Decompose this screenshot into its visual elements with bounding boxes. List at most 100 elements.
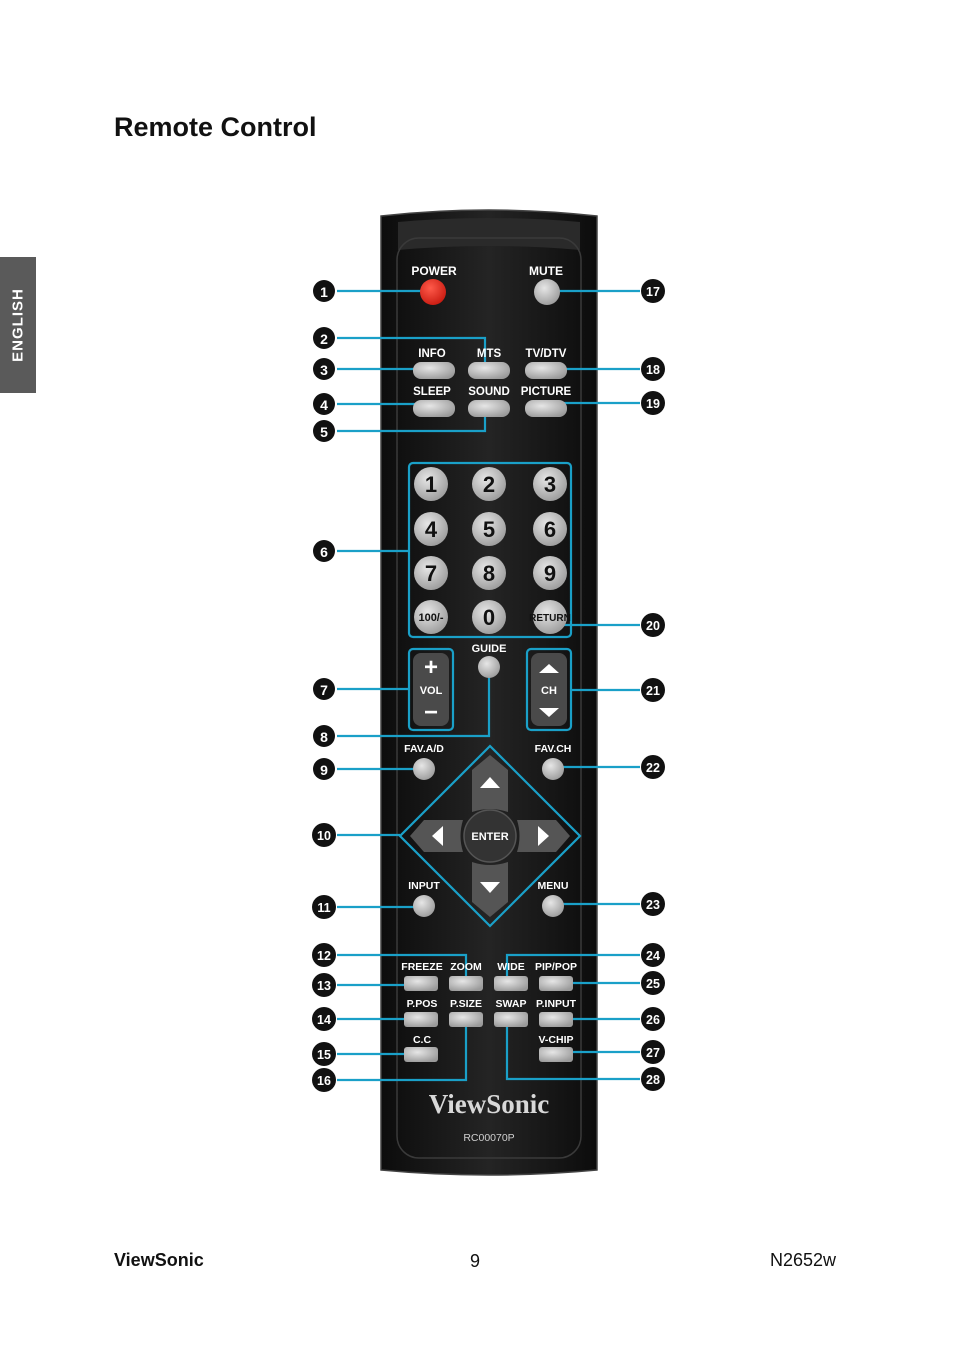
ch-label: CH — [541, 685, 557, 697]
digit-100-label: 100/- — [418, 612, 443, 624]
nav-right-icon — [538, 826, 549, 846]
callout-23: 23 — [646, 898, 660, 912]
mts-label: MTS — [477, 348, 502, 360]
sleep-button[interactable] — [413, 400, 455, 417]
digit-3-button[interactable] — [533, 467, 567, 501]
guide-label: GUIDE — [472, 643, 507, 655]
cc-button[interactable] — [404, 1047, 438, 1062]
callout-5: 5 — [320, 424, 328, 440]
fav-ad-button[interactable] — [413, 758, 435, 780]
guide-button[interactable] — [478, 656, 500, 678]
callout-10: 10 — [317, 829, 331, 843]
callout-4: 4 — [320, 397, 328, 413]
callout-17: 17 — [646, 285, 660, 299]
enter-button[interactable] — [463, 809, 517, 863]
callout-2: 2 — [320, 331, 328, 347]
digit-5-button[interactable] — [472, 512, 506, 546]
digit-4-button[interactable] — [414, 512, 448, 546]
freeze-button[interactable] — [404, 976, 438, 991]
digit-6-button[interactable] — [533, 512, 567, 546]
nav-left-icon — [432, 826, 443, 846]
enter-label: ENTER — [471, 831, 508, 843]
callout-19: 19 — [646, 397, 660, 411]
callout-9: 9 — [320, 762, 328, 778]
mts-button[interactable] — [468, 362, 510, 379]
freeze-label: FREEZE — [401, 961, 442, 973]
vol-minus-label: − — [424, 699, 438, 726]
callout-18: 18 — [646, 363, 660, 377]
zoom-label: ZOOM — [450, 961, 482, 973]
digit-9-button[interactable] — [533, 556, 567, 590]
digit-8-button[interactable] — [472, 556, 506, 590]
nav-down-icon — [480, 882, 500, 893]
digit-6-label: 6 — [544, 517, 556, 542]
channel-rocker[interactable] — [531, 653, 567, 726]
mute-label: MUTE — [529, 264, 563, 278]
digit-7-label: 7 — [425, 561, 437, 586]
pippop-button[interactable] — [539, 976, 573, 991]
menu-button[interactable] — [542, 895, 564, 917]
fav-ch-button[interactable] — [542, 758, 564, 780]
callout-11: 11 — [317, 901, 330, 915]
model-code: RC00070P — [463, 1132, 514, 1144]
callout-25: 25 — [646, 977, 660, 991]
callout-21: 21 — [646, 684, 660, 698]
digit-2-label: 2 — [483, 472, 495, 497]
channel-down-icon — [539, 708, 559, 717]
footer-page-number: 9 — [470, 1251, 481, 1271]
number-pad: 1 2 3 4 5 6 7 8 9 100/- 0 RETURN — [414, 467, 571, 634]
nav-up-icon — [480, 777, 500, 788]
power-button[interactable] — [420, 279, 446, 305]
tvdtv-button[interactable] — [525, 362, 567, 379]
digit-3-label: 3 — [544, 472, 556, 497]
mute-button[interactable] — [534, 279, 560, 305]
callout-15: 15 — [317, 1048, 331, 1062]
callout-20: 20 — [646, 619, 660, 633]
callout-6: 6 — [320, 544, 328, 560]
digit-0-button[interactable] — [472, 600, 506, 634]
callout-22: 22 — [646, 761, 660, 775]
input-button[interactable] — [413, 895, 435, 917]
wide-button[interactable] — [494, 976, 528, 991]
sound-label: SOUND — [468, 386, 510, 398]
page-title: Remote Control — [114, 112, 317, 142]
fav-ch-label: FAV.CH — [535, 743, 572, 755]
pinput-button[interactable] — [539, 1012, 573, 1027]
ppos-button[interactable] — [404, 1012, 438, 1027]
sound-button[interactable] — [468, 400, 510, 417]
info-label: INFO — [418, 348, 446, 360]
info-button[interactable] — [413, 362, 455, 379]
ppos-label: P.POS — [407, 998, 438, 1010]
footer-model: N2652w — [770, 1250, 837, 1270]
vchip-label: V-CHIP — [538, 1034, 573, 1046]
footer-brand: ViewSonic — [114, 1250, 204, 1270]
vol-plus-label: + — [424, 654, 438, 681]
return-button[interactable] — [533, 600, 567, 634]
volume-rocker[interactable] — [413, 653, 449, 726]
digit-1-button[interactable] — [414, 467, 448, 501]
digit-100-button[interactable] — [414, 600, 448, 634]
digit-7-button[interactable] — [414, 556, 448, 590]
digit-0-label: 0 — [483, 605, 495, 630]
callout-3: 3 — [320, 362, 328, 378]
callout-1: 1 — [320, 284, 328, 300]
digit-4-label: 4 — [425, 517, 438, 542]
callout-14: 14 — [317, 1013, 331, 1027]
digit-2-button[interactable] — [472, 467, 506, 501]
psize-label: P.SIZE — [450, 998, 482, 1010]
callout-26: 26 — [646, 1013, 660, 1027]
navigation-pad: ENTER — [410, 755, 570, 917]
callouts-left: 1 2 3 4 5 6 7 8 9 10 11 12 13 14 15 16 — [312, 280, 336, 1092]
psize-button[interactable] — [449, 1012, 483, 1027]
language-tab: ENGLISH — [0, 257, 36, 393]
picture-label: PICTURE — [521, 386, 572, 398]
callout-24: 24 — [646, 949, 660, 963]
picture-button[interactable] — [525, 400, 567, 417]
callout-12: 12 — [317, 949, 331, 963]
vchip-button[interactable] — [539, 1047, 573, 1062]
swap-button[interactable] — [494, 1012, 528, 1027]
callout-13: 13 — [317, 979, 331, 993]
callout-27: 27 — [646, 1046, 660, 1060]
zoom-button[interactable] — [449, 976, 483, 991]
